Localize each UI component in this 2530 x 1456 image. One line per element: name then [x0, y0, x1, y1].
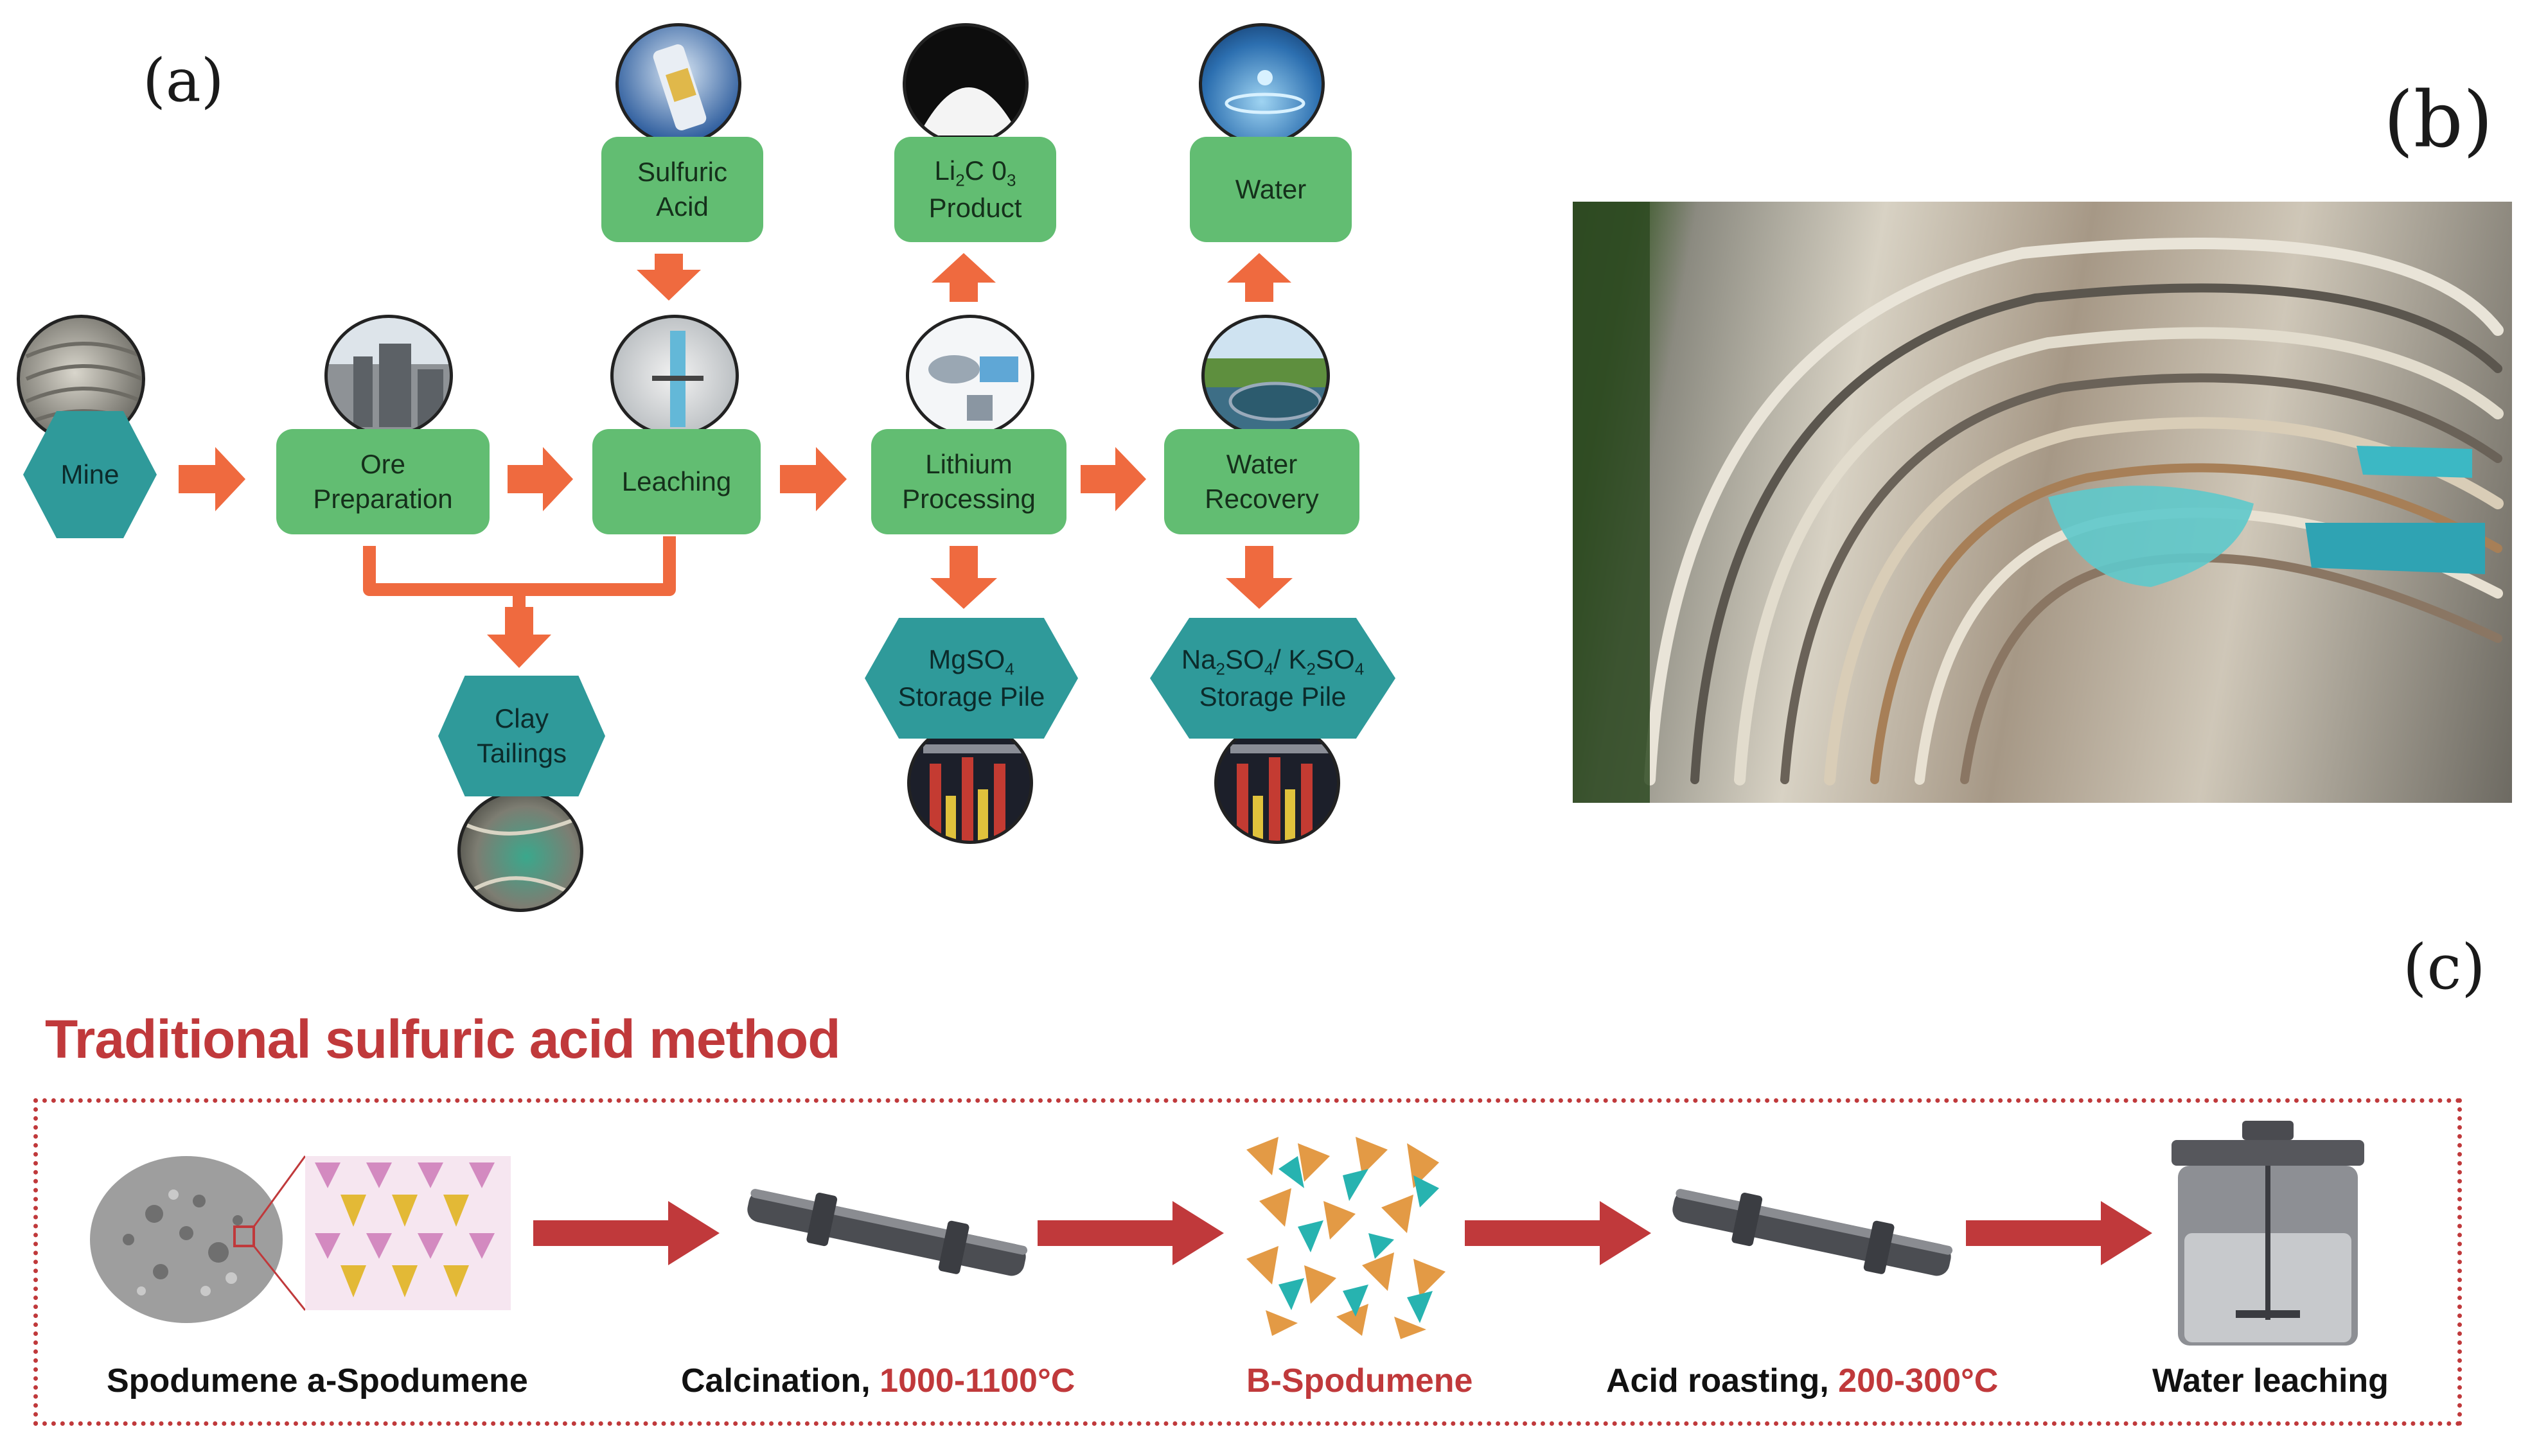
arrow-ore-to-leaching	[508, 447, 573, 511]
sulfuric-acid-photo	[615, 23, 741, 145]
node-na2so4-k2so4-storage: Na2SO4/ K2SO4 Storage Pile	[1150, 618, 1395, 739]
arrow-leaching-to-lithium	[780, 447, 847, 511]
panel-label-a: (a)	[143, 46, 224, 115]
node-sulfuric-acid: Sulfuric Acid	[601, 137, 763, 242]
step-water-leaching-label: Water leaching	[2152, 1362, 2389, 1399]
node-water-recovery: Water Recovery	[1164, 429, 1359, 534]
node-clay-tailings: Clay Tailings	[438, 676, 605, 796]
beta-spodumene-crystal-image	[1246, 1137, 1446, 1339]
node-li2co3-product: Li2C 03 Product	[894, 137, 1056, 242]
step-calcination-label: Calcination, 1000-1100°C	[681, 1362, 1075, 1399]
leaching-photo	[610, 315, 739, 437]
arrow-lithium-to-water	[1081, 447, 1146, 511]
spodumene-ore-and-crystal-image	[90, 1155, 511, 1323]
open-pit-mine-aerial-photo	[1573, 202, 2512, 803]
clay-tailings-photo	[457, 790, 583, 912]
arrow-recovery-to-na2so4	[1226, 546, 1293, 609]
arrow-to-clay-tailings	[487, 607, 551, 668]
arrow-recovery-to-water	[1227, 253, 1291, 302]
node-lithium-processing: Lithium Processing	[871, 429, 1066, 534]
water-recovery-photo	[1201, 315, 1330, 437]
arrow-step1-to-step2	[533, 1201, 720, 1265]
method-title: Traditional sulfuric acid method	[45, 1009, 841, 1069]
step-spodumene-label: Spodumene a-Spodumene	[107, 1362, 528, 1399]
panel-label-b: (b)	[2384, 76, 2493, 165]
step-beta-spodumene-label: B-Spodumene	[1246, 1362, 1473, 1399]
water-photo	[1199, 23, 1325, 145]
arrow-lithium-to-product	[932, 253, 996, 302]
flow-arrows	[179, 253, 1293, 668]
acid-roasting-kiln-image	[1672, 1189, 1953, 1276]
lithium-processing-photo	[906, 315, 1034, 437]
na2so4-pile-photo	[1214, 722, 1340, 844]
method-frame	[33, 1098, 2462, 1426]
arrow-step3-to-step4	[1465, 1201, 1651, 1265]
node-ore-preparation: Ore Preparation	[276, 429, 490, 534]
arrow-step4-to-step5	[1966, 1201, 2152, 1265]
water-leaching-tank-image	[2172, 1121, 2364, 1346]
tailings-bracket	[363, 536, 676, 596]
arrow-lithium-to-mgso4	[930, 546, 997, 609]
arrow-acid-to-leaching	[637, 254, 701, 301]
arrow-mine-to-ore	[179, 447, 245, 511]
node-leaching: Leaching	[592, 429, 761, 534]
panel-label-c: (c)	[2403, 931, 2486, 1003]
arrow-step2-to-step3	[1038, 1201, 1224, 1265]
node-water: Water	[1190, 137, 1352, 242]
step-acid-roasting-label: Acid roasting, 200-300°C	[1606, 1362, 1999, 1399]
mgso4-pile-photo	[907, 722, 1033, 844]
ore-preparation-photo	[324, 315, 453, 437]
mine-photo	[17, 315, 145, 443]
node-mgso4-storage: MgSO4 Storage Pile	[865, 618, 1078, 739]
acid-roasting-temperature: 200-300°C	[1838, 1362, 1999, 1399]
calcination-temperature: 1000-1100°C	[880, 1362, 1075, 1399]
calcination-kiln-image	[747, 1189, 1028, 1276]
li2co3-product-photo	[903, 23, 1029, 145]
